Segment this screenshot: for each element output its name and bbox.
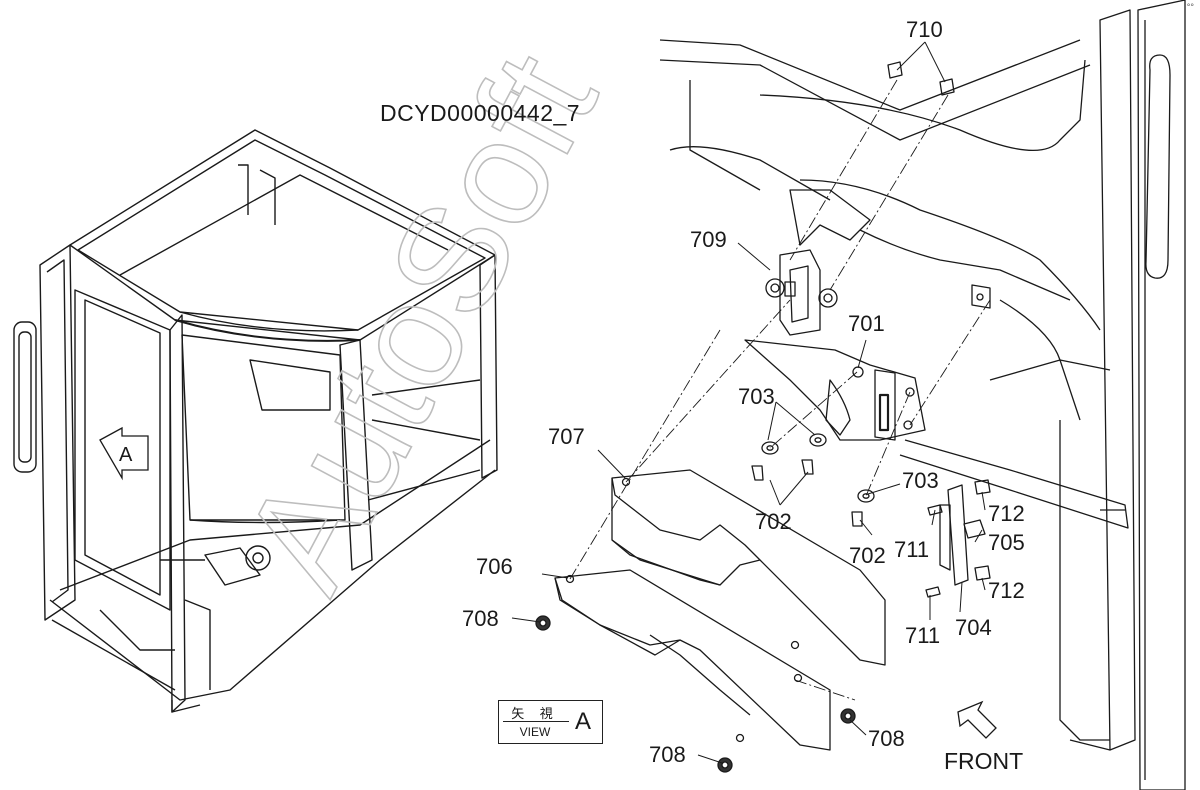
callout-711-lower: 711	[905, 623, 941, 648]
cab-interior-detail	[535, 0, 1186, 790]
view-arrow-letter: A	[119, 444, 133, 466]
front-arrow	[957, 700, 997, 739]
view-a-arrow	[99, 426, 149, 481]
view-label-japanese: 矢 視	[511, 706, 559, 721]
callout-708-right: 708	[868, 726, 905, 751]
view-a-label-box: 矢 視 VIEW A	[498, 700, 603, 744]
callout-707: 707	[548, 424, 585, 449]
callout-705: 705	[988, 530, 1025, 555]
leader-lines	[511, 41, 986, 764]
cab-overview-drawing	[13, 129, 498, 713]
callout-708-bottom: 708	[649, 742, 686, 767]
callout-711-upper: 711	[894, 537, 930, 562]
callout-702-upper: 702	[755, 509, 792, 534]
front-label: FRONT	[944, 748, 1024, 774]
callout-712-lower: 712	[988, 578, 1025, 603]
callout-702-lower: 702	[849, 543, 886, 568]
callout-706: 706	[476, 554, 513, 579]
callout-701: 701	[848, 311, 885, 336]
callout-712-upper: 712	[988, 501, 1025, 526]
callout-708-left: 708	[462, 606, 499, 631]
callout-704: 704	[955, 615, 992, 640]
corner-mark: °°	[1186, 2, 1194, 12]
document-id: DCYD00000442_7	[380, 100, 581, 126]
view-label-letter: A	[575, 708, 592, 735]
alignment-lines	[569, 79, 991, 701]
view-label-english: VIEW	[519, 725, 551, 739]
callout-710: 710	[906, 17, 943, 42]
callout-709: 709	[690, 227, 727, 252]
view-label-divider	[503, 721, 569, 722]
callout-703-lower: 703	[902, 468, 939, 493]
callout-703-upper: 703	[738, 384, 775, 409]
